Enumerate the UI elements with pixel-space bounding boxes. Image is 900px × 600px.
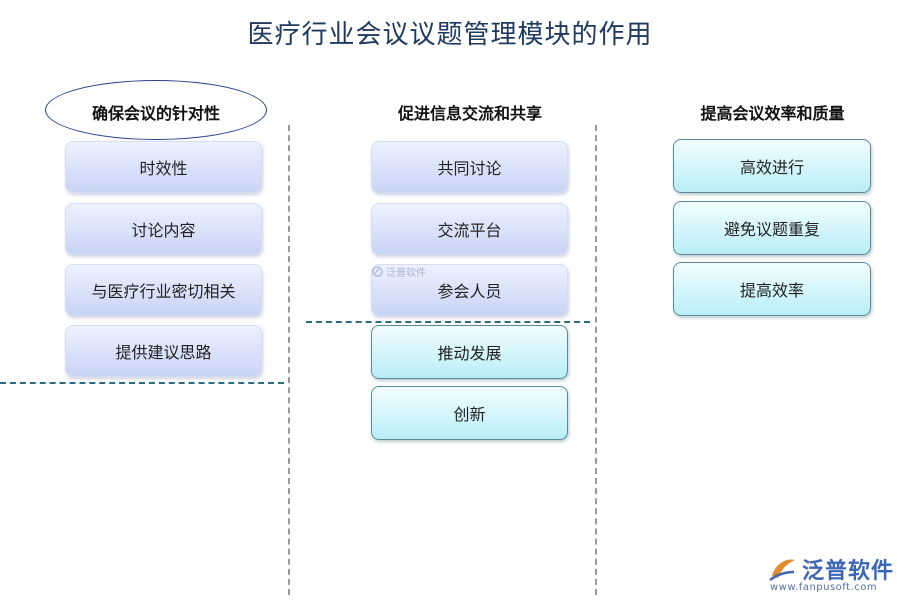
horizontal-divider-middle [306, 321, 590, 323]
item-box: 避免议题重复 [673, 201, 871, 255]
item-box: 共同讨论 [371, 141, 568, 193]
item-box: 提供建议思路 [65, 325, 262, 377]
column-header-efficiency: 提高会议效率和质量 [700, 104, 845, 123]
logo-name: 泛普软件 [802, 559, 895, 584]
item-box: 参会人员 [371, 264, 568, 316]
column-divider-right [595, 125, 597, 595]
horizontal-divider-left [0, 382, 284, 384]
logo-url: www.fanpusoft.com [770, 582, 878, 593]
watermark-text: 泛普软件 [386, 268, 426, 279]
item-box: 高效进行 [673, 139, 871, 193]
item-box: 与医疗行业密切相关 [65, 264, 262, 316]
column-header-exchange: 促进信息交流和共享 [397, 104, 542, 123]
header-highlight-ellipse [45, 80, 267, 140]
item-box: 讨论内容 [65, 203, 262, 255]
item-box: 提高效率 [673, 262, 871, 316]
brand-logo: 泛普软件 [768, 553, 894, 585]
logo-leaf-icon [372, 266, 383, 277]
column-divider-left [288, 125, 290, 595]
item-box: 时效性 [65, 141, 262, 193]
item-box: 推动发展 [371, 325, 568, 379]
watermark: 泛普软件 [372, 264, 426, 279]
item-box: 创新 [371, 386, 568, 440]
logo-swoosh-icon [769, 559, 795, 582]
column-header-targeting: 确保会议的针对性 [91, 104, 220, 123]
page-title: 医疗行业会议议题管理模块的作用 [247, 20, 653, 50]
item-box: 交流平台 [371, 203, 568, 255]
